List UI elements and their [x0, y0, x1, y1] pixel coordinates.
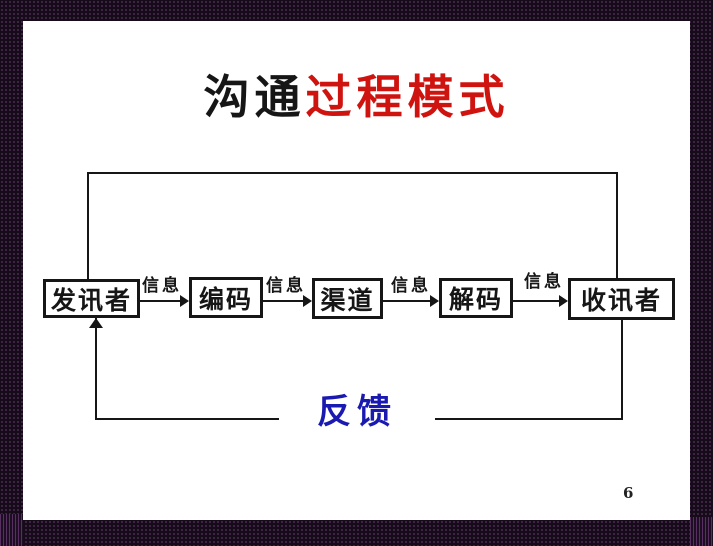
flow-box-channel: 渠道	[312, 278, 383, 319]
arrow-label-message-4: 信息	[524, 272, 564, 292]
flow-box-decoding: 解码	[439, 278, 513, 318]
title-part-red: 过程模式	[305, 70, 510, 124]
arrow-shaft	[513, 299, 560, 303]
flow-box-encoding: 编码	[189, 277, 263, 318]
arrow-label-message-1: 信息	[142, 276, 182, 296]
arrow-shaft	[140, 299, 181, 303]
feedback-arrowhead-icon	[89, 318, 103, 328]
arrow-shaft	[263, 299, 304, 303]
arrow-head-icon	[303, 295, 312, 307]
texture-corner-bottom-right	[690, 517, 713, 546]
arrow-head-icon	[559, 295, 568, 307]
slide: 沟通过程模式 发讯者 编码 渠道 解码 收讯者 信息 信息 信息 信息 反馈	[23, 21, 690, 520]
arrow-shaft	[383, 299, 431, 303]
top-connector-loop-line	[87, 172, 618, 279]
texture-corner-bottom-left	[0, 514, 23, 546]
flow-arrow-3	[383, 295, 439, 307]
flow-arrow-2	[263, 295, 312, 307]
title-part-black: 沟通	[203, 70, 306, 124]
flow-arrow-1	[140, 295, 189, 307]
feedback-label: 反馈	[279, 392, 435, 433]
flow-box-sender: 发讯者	[43, 279, 140, 318]
arrow-head-icon	[180, 295, 189, 307]
slide-title: 沟通过程模式	[23, 74, 690, 120]
page-number: 6	[623, 484, 634, 502]
flow-box-receiver: 收讯者	[568, 278, 675, 320]
flow-arrow-4	[513, 295, 568, 307]
arrow-label-message-3: 信息	[391, 276, 431, 296]
arrow-head-icon	[430, 295, 439, 307]
arrow-label-message-2: 信息	[266, 276, 306, 296]
